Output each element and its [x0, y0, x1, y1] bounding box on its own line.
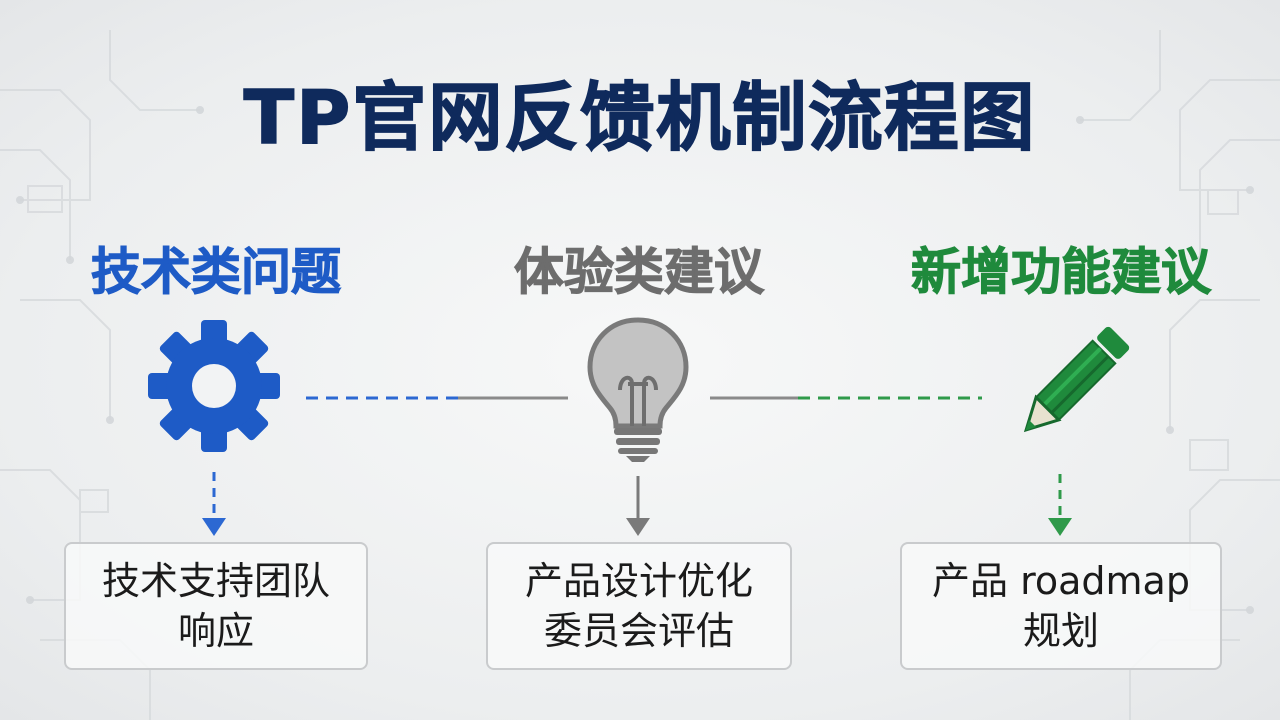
destination-box-experience: 产品设计优化 委员会评估 [486, 542, 792, 670]
destination-technical-text: 技术支持团队 响应 [101, 559, 330, 653]
lightbulb-icon [587, 317, 689, 462]
pencil-icon [1023, 326, 1130, 433]
arrow-technical-head [202, 518, 226, 536]
category-feature-label: 新增功能建议 [911, 243, 1212, 302]
destination-experience-text: 产品设计优化 委员会评估 [524, 559, 753, 653]
destination-box-feature: 产品 roadmap 规划 [900, 542, 1222, 670]
destination-box-technical: 技术支持团队 响应 [64, 542, 368, 670]
page-title: TP官网反馈机制流程图 [243, 74, 1037, 162]
destination-feature-text: 产品 roadmap 规划 [932, 559, 1190, 653]
arrow-experience-head [626, 518, 650, 536]
category-technical-label: 技术类问题 [91, 243, 342, 302]
gear-icon [148, 320, 280, 452]
category-experience-label: 体验类建议 [514, 243, 765, 302]
arrow-feature-head [1048, 518, 1072, 536]
